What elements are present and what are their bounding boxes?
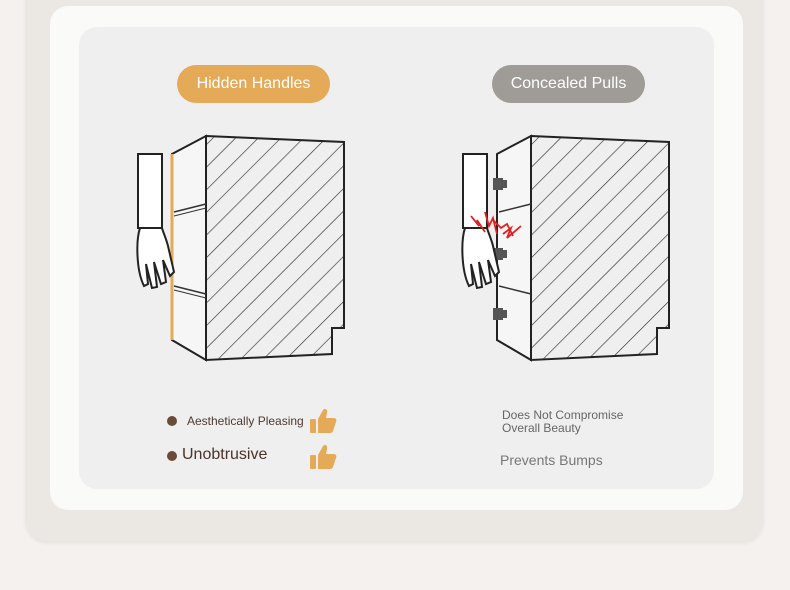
hidden-handles-illustration xyxy=(136,134,345,362)
impact-warning-icon xyxy=(470,211,522,239)
bullet-dot xyxy=(167,416,177,426)
hand-icon xyxy=(461,153,501,290)
thumbs-up-icon xyxy=(310,409,337,433)
point-overall-beauty: Overall Beauty xyxy=(502,421,581,435)
point-does-not-compromise: Does Not Compromise xyxy=(502,408,624,422)
point-prevents-bumps: Prevents Bumps xyxy=(500,452,603,468)
pro-aesthetically-pleasing: Aesthetically Pleasing xyxy=(187,414,304,428)
concealed-pulls-illustration xyxy=(461,134,670,362)
bullet-dot xyxy=(167,451,177,461)
thumbs-up-icon xyxy=(310,445,337,469)
hidden-handles-badge: Hidden Handles xyxy=(177,65,330,103)
concealed-pulls-badge: Concealed Pulls xyxy=(492,65,645,103)
cabinet-icon xyxy=(170,134,345,362)
hand-icon xyxy=(136,153,176,290)
pro-unobtrusive: Unobtrusive xyxy=(182,446,268,463)
cabinet-icon xyxy=(493,134,670,362)
